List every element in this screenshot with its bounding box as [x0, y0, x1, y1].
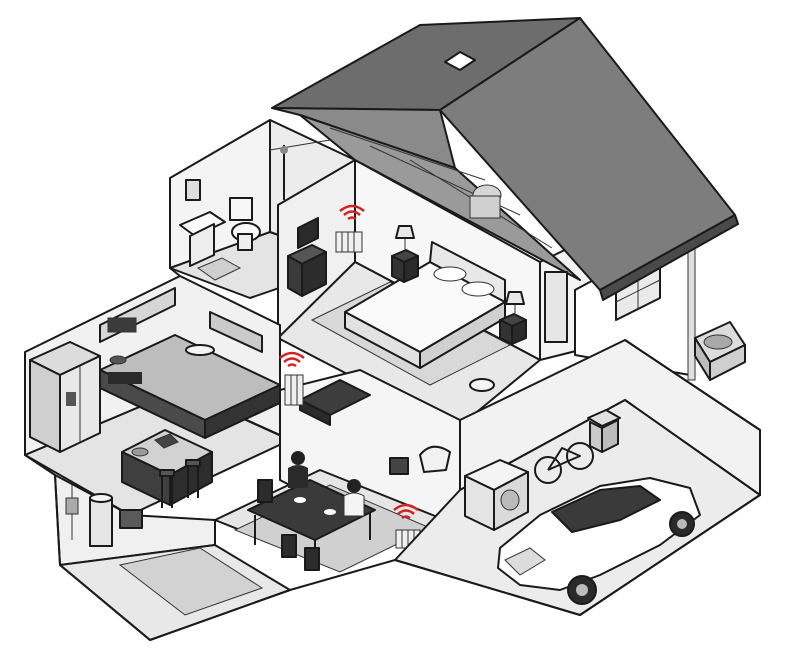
bicycle: [534, 442, 594, 484]
bedroom-radiator: [335, 231, 363, 253]
wifi-signal-icon: [279, 351, 305, 368]
car: [497, 477, 701, 605]
living-radiator: [284, 374, 304, 406]
ac-unit: [694, 321, 746, 381]
skylight-icon: [444, 51, 476, 71]
wifi-signal-icon: [339, 204, 365, 221]
bathroom-mirror: [185, 179, 201, 201]
kitchen-upper-cabinets: [99, 287, 263, 353]
nightstand-left: [391, 225, 419, 283]
bathroom-shower: [269, 139, 331, 200]
dining-person-1: [288, 451, 308, 488]
dining-person-2: [343, 479, 365, 517]
bar-stools: [159, 459, 201, 508]
living-chair: [419, 445, 451, 473]
bed: [344, 241, 506, 369]
nightstand-right: [499, 291, 527, 345]
attic-duct: [469, 184, 502, 219]
basement-rug: [118, 547, 264, 616]
dining-table: [247, 479, 376, 570]
kitchen-sink: [185, 344, 215, 356]
washing-machine: [464, 459, 529, 531]
living-side-table: [389, 457, 409, 475]
cutaway-edges: [24, 178, 761, 641]
attic-gable-underside: [299, 114, 581, 281]
wifi-signal-icon: [393, 503, 419, 520]
roof-eave-edge: [599, 214, 739, 301]
bathroom-mat: [196, 257, 242, 281]
kitchen-counter: [99, 334, 281, 439]
bedroom-door: [544, 271, 568, 343]
space-heater: [119, 509, 143, 529]
living-couch: [299, 379, 371, 426]
garage-bin: [587, 409, 621, 453]
bathroom-sink: [179, 211, 226, 267]
utility-panel: [65, 485, 79, 540]
stove: [108, 355, 142, 384]
water-heater: [89, 493, 113, 547]
toilet: [229, 197, 261, 251]
robot-vacuum: [469, 378, 495, 392]
dining-chairs: [257, 479, 320, 571]
refrigerator: [29, 341, 101, 453]
bedroom-tv: [297, 217, 319, 249]
bedroom-dresser: [287, 244, 327, 297]
